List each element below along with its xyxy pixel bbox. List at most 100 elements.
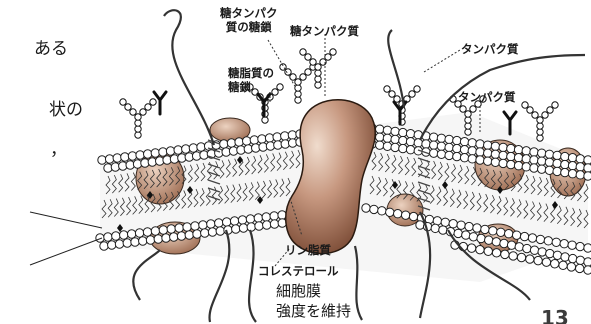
phospholipid-head <box>167 225 175 233</box>
phospholipid-head <box>476 156 484 164</box>
phospholipid-head <box>530 164 538 172</box>
phospholipid-head <box>501 250 509 258</box>
sugar-bead <box>460 106 466 112</box>
phospholipid-head <box>460 154 468 162</box>
phospholipid-head <box>584 172 591 180</box>
phospholipid-head <box>151 227 159 235</box>
phospholipid-head <box>523 244 531 252</box>
sugar-bead <box>315 82 321 88</box>
sugar-bead <box>135 114 141 120</box>
phospholipid-head <box>551 260 559 268</box>
sugar-bead <box>300 74 306 80</box>
phospholipid-head <box>437 142 445 150</box>
phospholipid-head <box>553 151 561 159</box>
phospholipid-head <box>430 133 438 141</box>
phospholipid-head <box>159 226 167 234</box>
sugar-bead <box>300 49 306 55</box>
phospholipid-head <box>559 261 567 269</box>
phospholipid-head <box>146 236 154 244</box>
sugar-bead <box>310 59 316 65</box>
phospholipid-head <box>376 125 384 133</box>
phospholipid-head <box>536 235 544 243</box>
label-protein-2: タンパク質 <box>458 90 516 104</box>
sugar-bead <box>150 99 156 105</box>
phospholipid-head <box>449 220 457 228</box>
phospholipid-head <box>430 141 438 149</box>
phospholipid-head <box>520 232 528 240</box>
body-text-line-2: 状の <box>49 95 83 120</box>
phospholipid-head <box>445 135 453 143</box>
sugar-bead <box>384 86 390 92</box>
phospholipid-head <box>522 155 530 163</box>
phospholipid-head <box>561 168 569 176</box>
phospholipid-head <box>467 244 475 252</box>
phospholipid-head <box>453 144 461 152</box>
phospholipid-head <box>378 207 386 215</box>
phospholipid-head <box>215 219 223 227</box>
phospholipid-head <box>552 238 560 246</box>
phospholipid-head <box>391 127 399 135</box>
label-cholesterol: コレステロール <box>258 264 339 278</box>
phospholipid-head <box>492 238 500 246</box>
phospholipid-head <box>409 212 417 220</box>
phospholipid-head <box>270 212 278 220</box>
sugar-bead <box>315 76 321 82</box>
phospholipid-head <box>485 236 493 244</box>
phospholipid-head <box>553 167 561 175</box>
sugar-bead <box>315 70 321 76</box>
phospholipid-head <box>538 157 546 165</box>
phospholipid-head <box>383 134 391 142</box>
sugar-bead <box>537 129 543 135</box>
phospholipid-head <box>136 151 144 159</box>
phospholipid-head <box>514 154 522 162</box>
sugar-bead <box>465 129 471 135</box>
phospholipid-head <box>507 241 515 249</box>
sugar-bead <box>135 132 141 138</box>
sugar-bead <box>295 79 301 85</box>
phospholipid-head <box>439 226 447 234</box>
phospholipid-head <box>462 231 470 239</box>
sugar-bead <box>330 49 336 55</box>
sugar-bead <box>295 97 301 103</box>
phospholipid-head <box>265 134 273 142</box>
phospholipid-head <box>517 253 525 261</box>
phospholipid-head <box>499 159 507 167</box>
phospholipid-head <box>113 154 121 162</box>
sugar-bead <box>295 85 301 91</box>
protein-chain <box>164 10 214 145</box>
sugar-bead <box>277 84 283 90</box>
phospholipid-head <box>469 233 477 241</box>
phospholipid-head <box>222 218 230 226</box>
phospholipid-head <box>151 149 159 157</box>
phospholipid-head <box>208 228 216 236</box>
phospholipid-head <box>468 155 476 163</box>
phospholipid-head <box>528 234 536 242</box>
sugar-bead <box>285 69 291 75</box>
phospholipid-head <box>507 152 515 160</box>
phospholipid-head <box>370 205 378 213</box>
phospholipid-head <box>383 126 391 134</box>
phospholipid-head <box>544 237 552 245</box>
body-text-line-1: ある <box>34 34 68 59</box>
phospholipid-head <box>460 146 468 154</box>
phospholipid-head <box>166 147 174 155</box>
phospholipid-head <box>98 156 106 164</box>
sugar-bead <box>120 99 126 105</box>
label-glycolipid-sugar-chain: 糖脂質の 糖鎖 <box>228 66 274 94</box>
phospholipid-head <box>258 135 266 143</box>
phospholipid-head <box>460 138 468 146</box>
phospholipid-head <box>499 151 507 159</box>
phospholipid-head <box>473 224 481 232</box>
phospholipid-head <box>238 216 246 224</box>
phospholipid-head <box>391 143 399 151</box>
phospholipid-head <box>362 204 370 212</box>
label-phospholipid: リン脂質 <box>285 243 331 257</box>
phospholipid-head <box>376 133 384 141</box>
phospholipid-head <box>270 220 278 228</box>
phospholipid-head <box>399 128 407 136</box>
phospholipid-head <box>465 222 473 230</box>
phospholipid-head <box>143 150 151 158</box>
phospholipid-head <box>123 239 131 247</box>
phospholipid-head <box>254 214 262 222</box>
phospholipid-head <box>553 251 561 259</box>
